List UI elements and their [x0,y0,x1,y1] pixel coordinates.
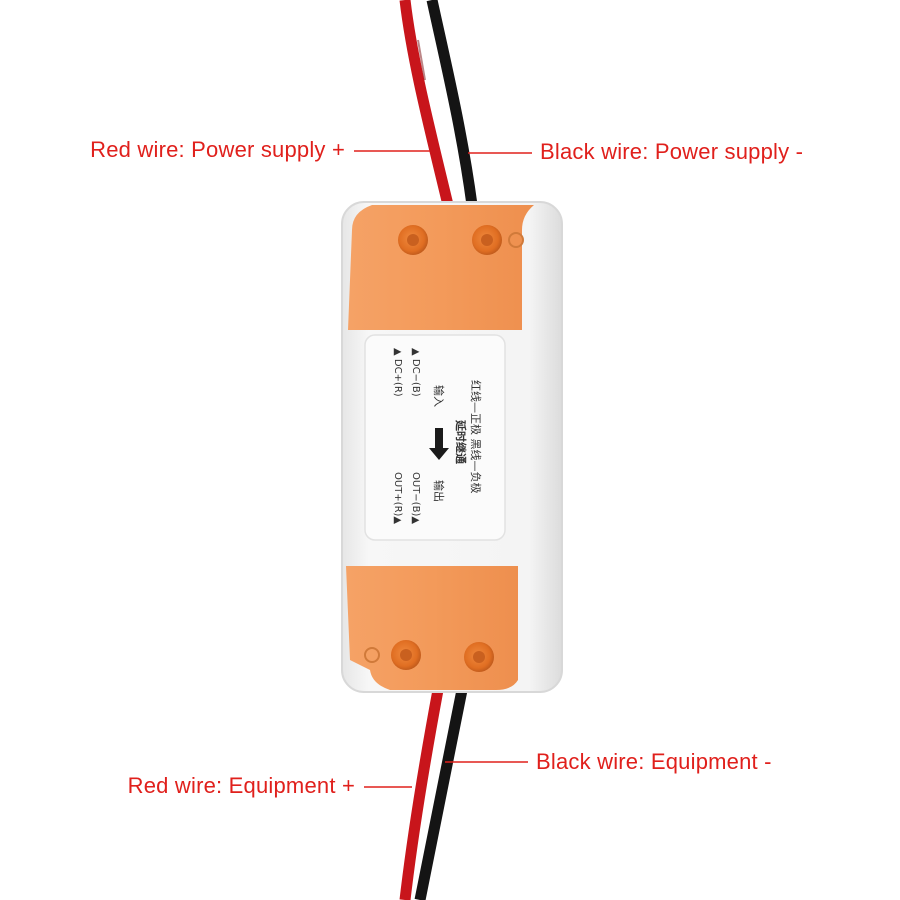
black-wire-top [426,0,478,206]
screws [391,225,502,672]
label-input: 输入 [432,385,446,407]
label-out-plus: OUT+(R)▲ [392,472,403,524]
black-wire-bottom [414,688,468,900]
red-wire-bottom [399,688,444,900]
printed-label: 红线—正极 黑线—负极 延时继通 输入 输出 ▲ DC−(B) ▲ DC+(R)… [392,348,483,524]
callout-red-power-supply: Red wire: Power supply + [90,137,345,162]
label-out-minus: OUT−(B)▲ [410,472,421,524]
top-orange-cap [348,205,534,330]
callout-black-power-supply: Black wire: Power supply - [540,139,804,164]
bottom-orange-cap [346,566,518,690]
label-output: 输出 [432,480,446,502]
leader-lines [354,150,532,788]
top-wires [399,0,478,207]
label-line-2: 延时继通 [454,419,468,464]
bottom-wires [399,688,468,900]
label-dc-plus: ▲ DC+(R) [392,348,403,397]
label-line-1: 红线—正极 黑线—负极 [469,380,483,494]
label-dc-minus: ▲ DC−(B) [410,348,421,397]
red-wire-top [399,0,454,207]
callout-black-equipment: Black wire: Equipment - [536,749,772,774]
arrow-icon [429,428,449,460]
module-casing [341,201,563,693]
callout-red-equipment: Red wire: Equipment + [127,773,355,798]
